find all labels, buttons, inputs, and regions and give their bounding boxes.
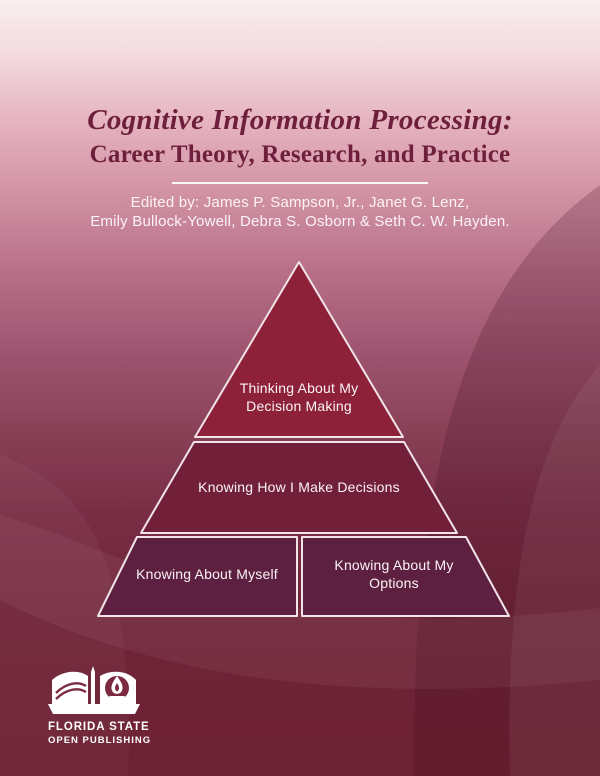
editors-line-1: Edited by: James P. Sampson, Jr., Janet … [130, 194, 470, 211]
right-dark-swoosh [413, 185, 600, 776]
lower-left-wave-2 [0, 455, 129, 776]
editors-line-2: Emily Bullock-Yowell, Debra S. Osborn & … [90, 213, 510, 230]
pyramid-middle-label: Knowing How I Make Decisions [198, 479, 400, 495]
pyramid-bottom-right-label-line1: Knowing About My [334, 557, 454, 573]
book-subtitle: Career Theory, Research, and Practice [89, 141, 511, 168]
pyramid-top-label-line2: Decision Making [246, 398, 352, 414]
pyramid-top-triangle [194, 261, 404, 438]
editors-credit: Edited by: James P. Sampson, Jr., Janet … [0, 193, 600, 231]
pyramid-bottom-left-label: Knowing About Myself [136, 566, 278, 582]
publisher-block: FLORIDA STATE OPEN PUBLISHING [46, 666, 151, 746]
pyramid-bottom-left-block [97, 536, 298, 617]
pyramid-top-label: Thinking About My Decision Making [209, 379, 389, 415]
pyramid-bottom-right-label: Knowing About My Options [304, 556, 484, 592]
right-inner-light-swoosh [509, 365, 600, 776]
publisher-name-line1: FLORIDA STATE [48, 721, 150, 733]
book-title: Cognitive Information Processing: [87, 104, 513, 136]
pyramid-top-label-line1: Thinking About My [239, 380, 359, 396]
pyramid-bottom-right-label-line2: Options [369, 575, 419, 591]
title-divider-line [172, 182, 428, 184]
title-block: Cognitive Information Processing: Career… [0, 103, 600, 169]
pyramid-bottom-right-block [301, 536, 510, 617]
publisher-name-line2: OPEN PUBLISHING [48, 735, 152, 746]
open-book-torch-icon [48, 666, 140, 714]
pyramid-middle-band [140, 441, 458, 534]
lower-left-wave [0, 515, 600, 689]
